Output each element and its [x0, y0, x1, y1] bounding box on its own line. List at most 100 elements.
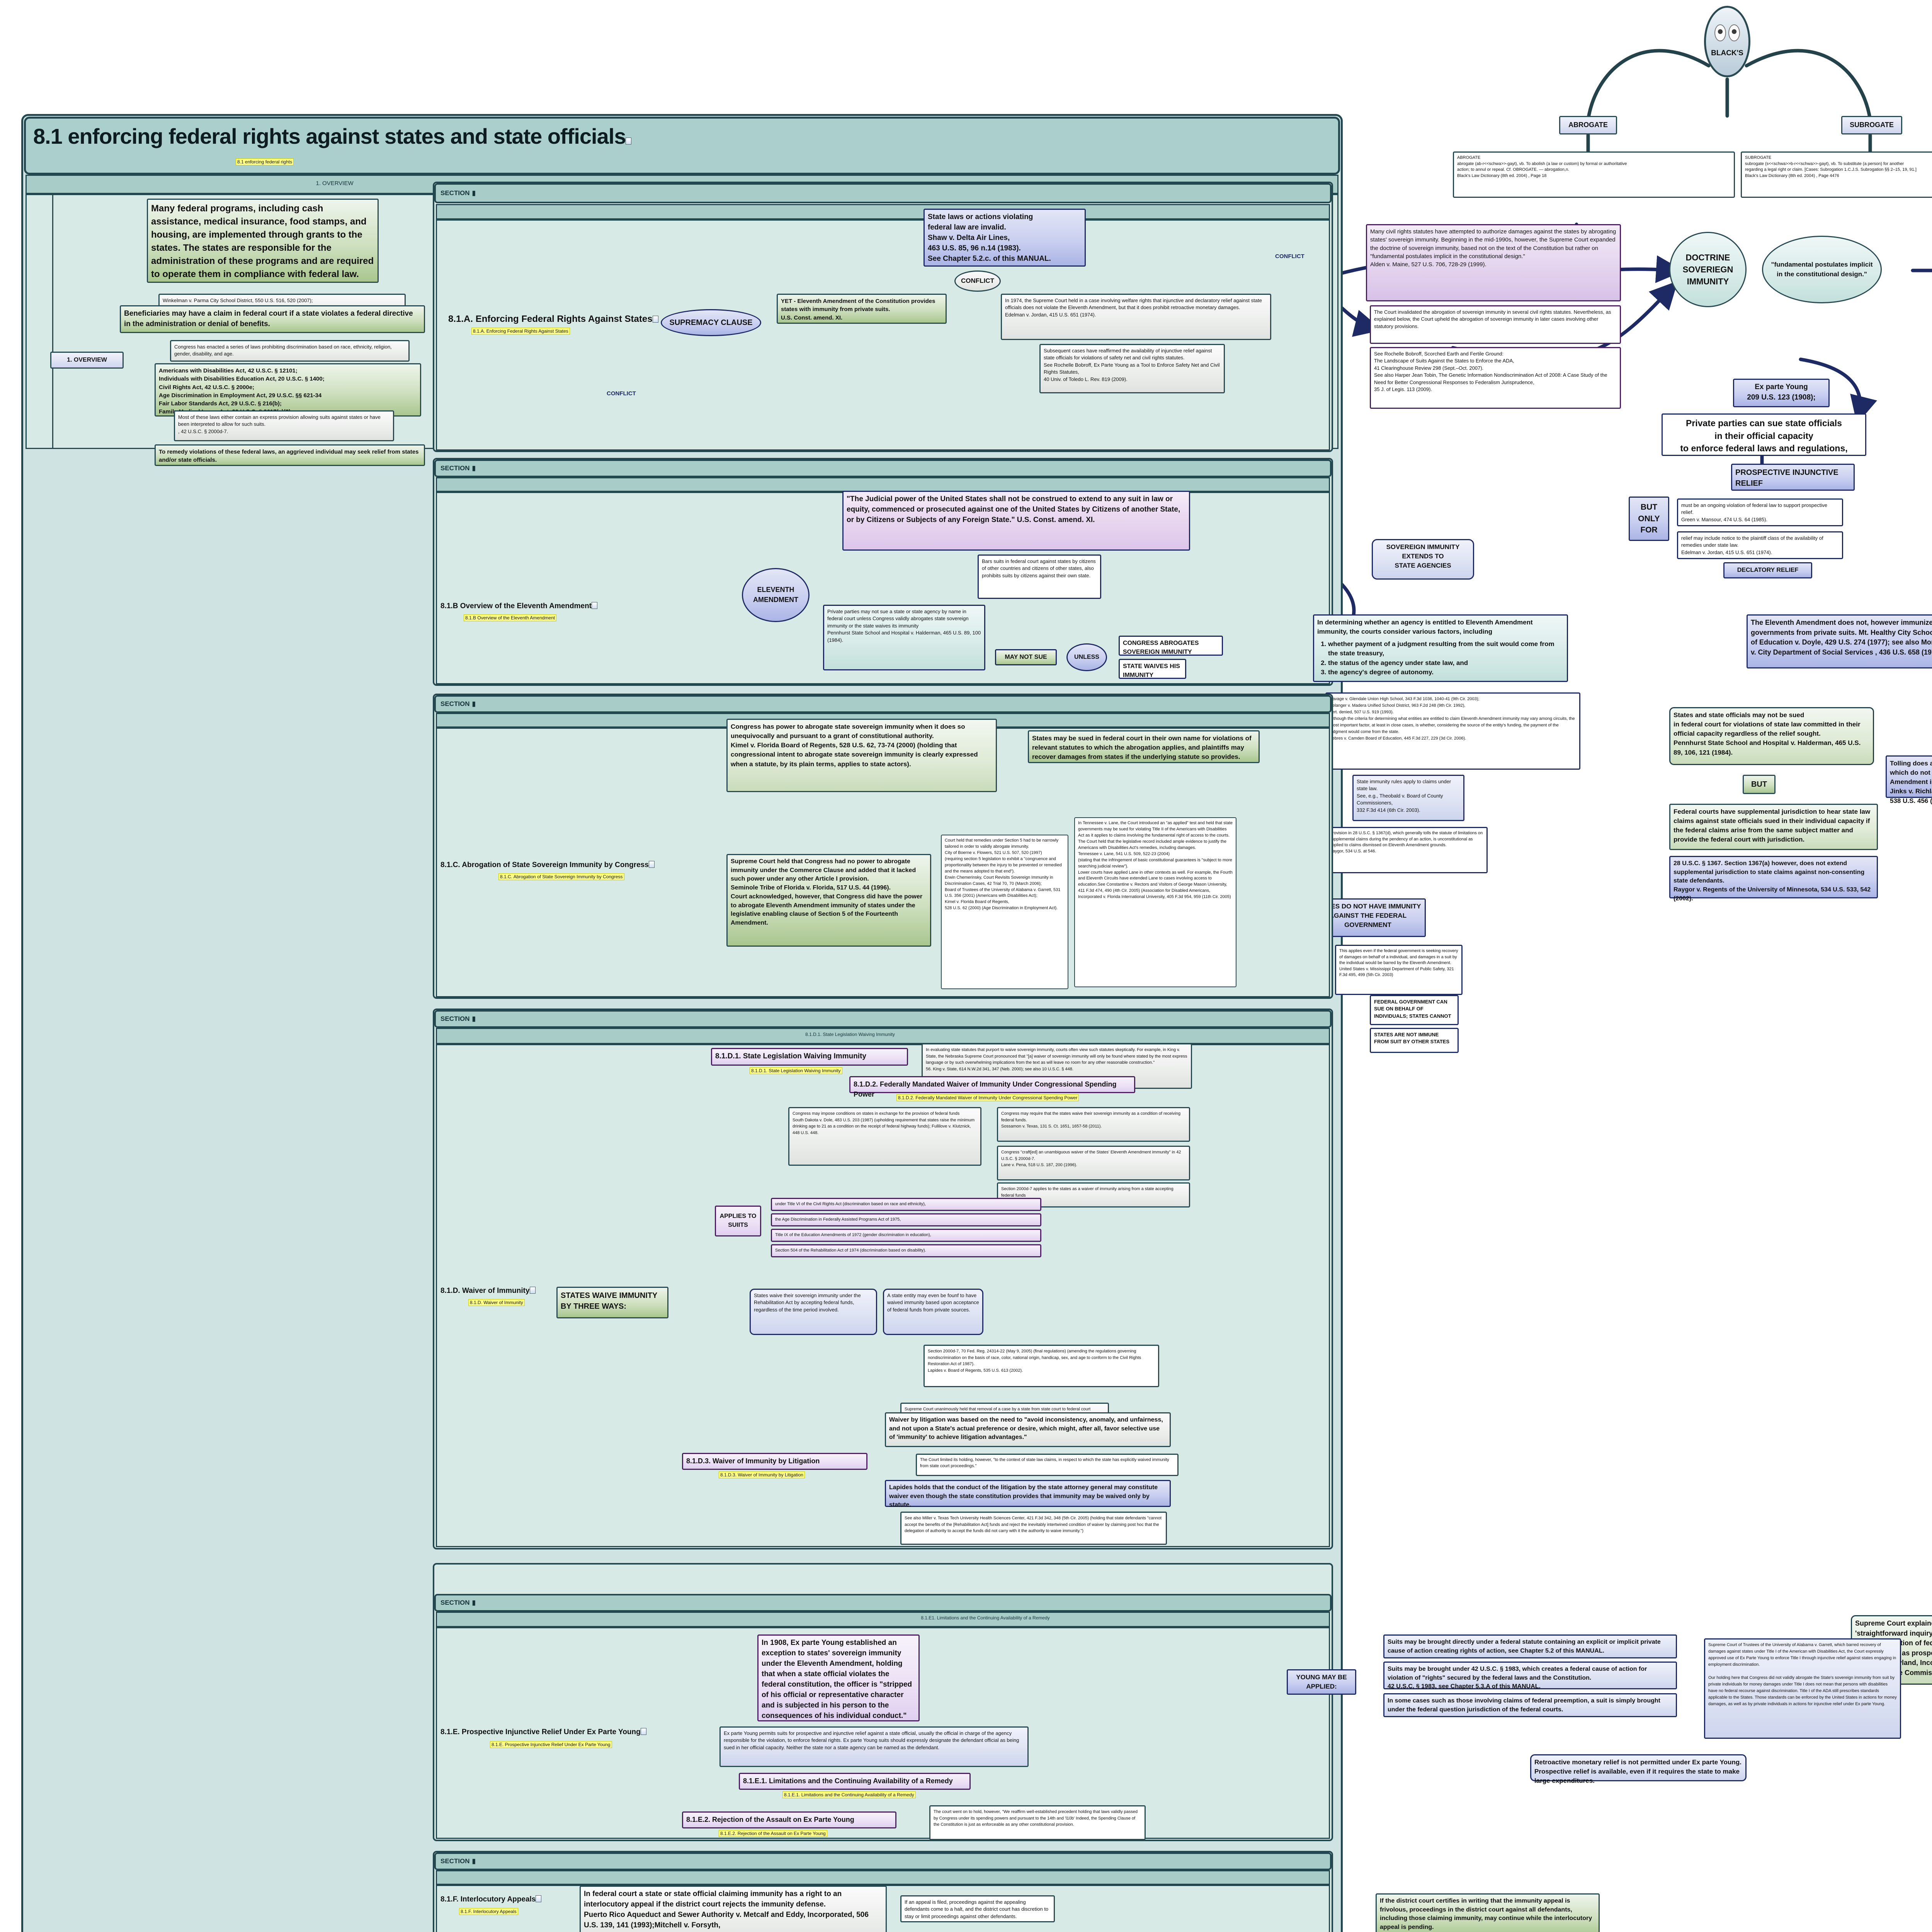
edelman-node[interactable]: In 1974, the Supreme Court held in a cas… [1001, 294, 1271, 340]
overview-branch-label[interactable]: 1. OVERVIEW [50, 352, 124, 369]
young-may-be-applied-node[interactable]: YOUNG MAY BE APPLIED: [1287, 1669, 1356, 1695]
interlocutory-text-node[interactable]: In federal court a state or state offici… [580, 1886, 887, 1932]
invalidated-node[interactable]: The Court invalidated the abrogation of … [1370, 305, 1621, 344]
private-parties-node[interactable]: Private parties can sue state officials … [1662, 413, 1866, 456]
note-icon [626, 138, 632, 145]
factors-node[interactable]: In determining whether an agency is enti… [1313, 614, 1568, 682]
waive-rehab-node[interactable]: States waive their sovereign immunity un… [750, 1289, 877, 1335]
eleventh-amendment-node[interactable]: ELEVENTH AMENDMENT [742, 568, 810, 622]
retroactive-relief-node[interactable]: Retroactive monetary relief is not permi… [1530, 1754, 1747, 1784]
overview-node-4[interactable]: Congress has enacted a series of laws pr… [170, 340, 410, 362]
bars-suits-node[interactable]: Bars suits in federal court against stat… [978, 554, 1101, 599]
doctrine-sovereign-immunity-node[interactable]: DOCTRINE SOVERIEGN IMMUNITY [1669, 232, 1747, 307]
waiver-title-ix[interactable]: Title IX of the Education Amendments of … [771, 1229, 1041, 1242]
state-immunity-rules-node[interactable]: State immunity rules apply to claims und… [1352, 775, 1464, 821]
section-f-label: 8.1.F. Interlocutory Appeals [459, 1908, 518, 1915]
d2b-node[interactable]: Congress may require that the states wai… [997, 1107, 1190, 1142]
subrogate-node[interactable]: SUBROGATE [1841, 116, 1902, 134]
miller-node[interactable]: See also Miller v. Texas Tech University… [900, 1512, 1167, 1545]
scorched-earth-node[interactable]: See Rochelle Bobroff, Scorched Earth and… [1370, 347, 1621, 409]
supplemental-jurisdiction-node[interactable]: Federal courts have supplemental jurisdi… [1669, 804, 1878, 850]
unless-node[interactable]: UNLESS [1066, 643, 1107, 671]
blacks-dictionary-node[interactable]: BLACK'S [1704, 6, 1750, 77]
prospective-injunctive-relief-node[interactable]: PROSPECTIVE INJUNCTIVE RELIEF [1731, 464, 1855, 491]
fundamental-postulates-node[interactable]: "fundamental postulates implicit in the … [1762, 236, 1882, 303]
fed-gov-applies-note[interactable]: This applies even if the federal governm… [1335, 945, 1463, 995]
court-went-node[interactable]: The court went on to hold, however, "We … [929, 1805, 1146, 1840]
overview-node-6[interactable]: Most of these laws either contain an exp… [174, 410, 394, 441]
abrogate-node[interactable]: ABROGATE [1559, 116, 1617, 134]
relief-notice-node[interactable]: relief may include notice to the plainti… [1677, 531, 1843, 559]
section-e1-label: 8.1.E.1. Limitations and the Continuing … [782, 1791, 916, 1798]
boerne-node[interactable]: Court held that remedies under Section 5… [941, 835, 1068, 989]
conflict-node-1[interactable]: CONFLICT [954, 270, 1001, 292]
kimel-node[interactable]: Congress has power to abrogate state sov… [726, 719, 997, 792]
fed-gov-can-sue-node[interactable]: FEDERAL GOVERNMENT CAN SUE ON BEHALF OF … [1370, 995, 1459, 1025]
overview-node-1[interactable]: Many federal programs, including cash as… [147, 199, 379, 283]
section-f-header[interactable]: SECTION▮ [434, 1852, 1332, 1870]
alden-node[interactable]: Many civil rights statutes have attempte… [1366, 224, 1621, 301]
congress-abrogates-node[interactable]: CONGRESS ABROGATES SOVEREIGN IMMUNITY [1119, 636, 1223, 656]
appeal-filed-node[interactable]: If an appeal is filed, proceedings again… [900, 1895, 1055, 1922]
certifies-frivolous-node[interactable]: If the district court certifies in writi… [1376, 1893, 1600, 1932]
section-e-header[interactable]: SECTION▮ [434, 1594, 1332, 1612]
overview-node-3[interactable]: Beneficiaries may have a claim in federa… [120, 305, 425, 333]
savage-node[interactable]: Savage v. Glendale Union High School, 34… [1325, 692, 1580, 770]
waiver-litigation-node[interactable]: Waiver by litigation was based on the ne… [885, 1412, 1171, 1447]
section-b-header[interactable]: SECTION▮ [434, 459, 1332, 477]
waiver-title-vi[interactable]: under Title VI of the Civil Rights Act (… [771, 1198, 1041, 1211]
court-limited-node[interactable]: The Court limited its holding, however, … [916, 1454, 1179, 1476]
ex-parte-young-node[interactable]: Ex parte Young 209 U.S. 123 (1908); [1733, 379, 1830, 407]
states-may-be-sued-node[interactable]: States may be sued in federal court in t… [1028, 730, 1260, 763]
section-e1-node[interactable]: 8.1.E.1. Limitations and the Continuing … [739, 1773, 971, 1790]
states-not-sued-state-law-node[interactable]: States and state officials may not be su… [1669, 707, 1874, 765]
state-entity-node[interactable]: A state entity may even be founf to have… [883, 1289, 983, 1335]
yet-eleventh-node[interactable]: YET - Eleventh Amendment of the Constitu… [777, 294, 947, 324]
bobroff-node[interactable]: Subsequent cases have reaffirmed the ava… [1039, 344, 1225, 393]
garrett-title1-node[interactable]: Supreme Court of Trustees of the Univers… [1704, 1638, 1901, 1739]
section-d3-label: 8.1.D.3. Waiver of Immunity by Litigatio… [719, 1471, 805, 1478]
lapides-holds-node[interactable]: Lapides holds that the conduct of the li… [885, 1480, 1171, 1508]
section-a-header[interactable]: SECTION▮ [434, 183, 1332, 203]
private-parties-may-not-sue-node[interactable]: Private parties may not sue a state or s… [823, 605, 985, 670]
sect-2000d-node[interactable]: Section 2000d-7, 70 Fed. Reg. 24314-22 (… [923, 1345, 1159, 1387]
declatory-relief-node[interactable]: DECLATORY RELIEF [1723, 562, 1812, 578]
apply-3-node[interactable]: In some cases such as those involving cl… [1383, 1693, 1677, 1717]
section-e-subbar [436, 1612, 1330, 1627]
shaw-node[interactable]: State laws or actions violating federal … [923, 209, 1086, 267]
three-ways-node[interactable]: STATES WAIVE IMMUNITY BY THREE WAYS: [556, 1287, 668, 1318]
overview-node-5[interactable]: Americans with Disabilities Act, 42 U.S.… [155, 363, 421, 417]
overview-node-7[interactable]: To remedy violations of these federal la… [155, 444, 425, 466]
eleventh-amendment-text-node[interactable]: "The Judicial power of the United States… [842, 491, 1190, 551]
apply-1-node[interactable]: Suits may be brought directly under a fe… [1383, 1634, 1677, 1658]
supremacy-clause-node[interactable]: SUPREMACY CLAUSE [661, 309, 761, 336]
applies-to-suits-node[interactable]: APPLIES TO SUIITS [715, 1206, 761, 1236]
sovereign-immunity-extends-node[interactable]: SOVEREIGN IMMUNITY EXTENDS TO STATE AGEN… [1372, 539, 1474, 580]
d2a-node[interactable]: Congress may impose conditions on states… [788, 1107, 981, 1166]
section-d3-node[interactable]: 8.1.D.3. Waiver of Immunity by Litigatio… [682, 1453, 867, 1470]
section-e2-node[interactable]: 8.1.E.2. Rejection of the Assault on Ex … [682, 1811, 896, 1828]
section-d1-node[interactable]: 8.1.D.1. State Legislation Waiving Immun… [711, 1048, 908, 1066]
ex-parte-young-1908-node[interactable]: In 1908, Ex parte Young established an e… [757, 1634, 920, 1721]
sect-1367-node[interactable]: 28 U.S.C. § 1367. Section 1367(a) howeve… [1669, 856, 1878, 902]
section-c-header[interactable]: SECTION▮ [434, 695, 1332, 713]
states-not-immune-other-states-node[interactable]: STATES ARE NOT IMMUNE FROM SUIT BY OTHER… [1370, 1028, 1459, 1053]
waiver-age-discrimination[interactable]: the Age Discrimination in Federally Assi… [771, 1213, 1041, 1226]
mt-healthy-node[interactable]: The Eleventh Amendment does not, however… [1747, 614, 1932, 668]
seminole-node[interactable]: Supreme Court held that Congress had no … [726, 854, 931, 947]
ongoing-violation-node[interactable]: must be an ongoing violation of federal … [1677, 498, 1843, 526]
section-d2-node[interactable]: 8.1.D.2. Federally Mandated Waiver of Im… [849, 1076, 1135, 1098]
but-only-for-node[interactable]: BUT ONLY FOR [1629, 497, 1669, 541]
d2c-node[interactable]: Congress "craft[ed] an unambiguous waive… [997, 1146, 1190, 1180]
waiver-section-504[interactable]: Section 504 of the Rehabilitation Act of… [771, 1244, 1041, 1257]
permits-suits-node[interactable]: Ex parte Young permits suits for prospec… [719, 1726, 1029, 1767]
section-d-header[interactable]: SECTION▮ [434, 1010, 1332, 1028]
section-c-label: 8.1.C. Abrogation of State Sovereign Imm… [498, 873, 624, 880]
tolling-node[interactable]: Tolling does apply to counties which do … [1886, 755, 1932, 804]
but-node[interactable]: BUT [1743, 775, 1776, 794]
apply-2-node[interactable]: Suits may be brought under 42 U.S.C. § 1… [1383, 1662, 1677, 1690]
provision-1367d-node[interactable]: Provision in 28 U.S.C. § 1367(d), which … [1325, 827, 1488, 873]
may-not-sue-node[interactable]: MAY NOT SUE [995, 649, 1057, 665]
tennessee-lane-node[interactable]: In Tennessee v. Lane, the Court introduc… [1074, 817, 1236, 987]
state-waives-node[interactable]: STATE WAIVES HIS IMMUNITY [1119, 659, 1186, 679]
